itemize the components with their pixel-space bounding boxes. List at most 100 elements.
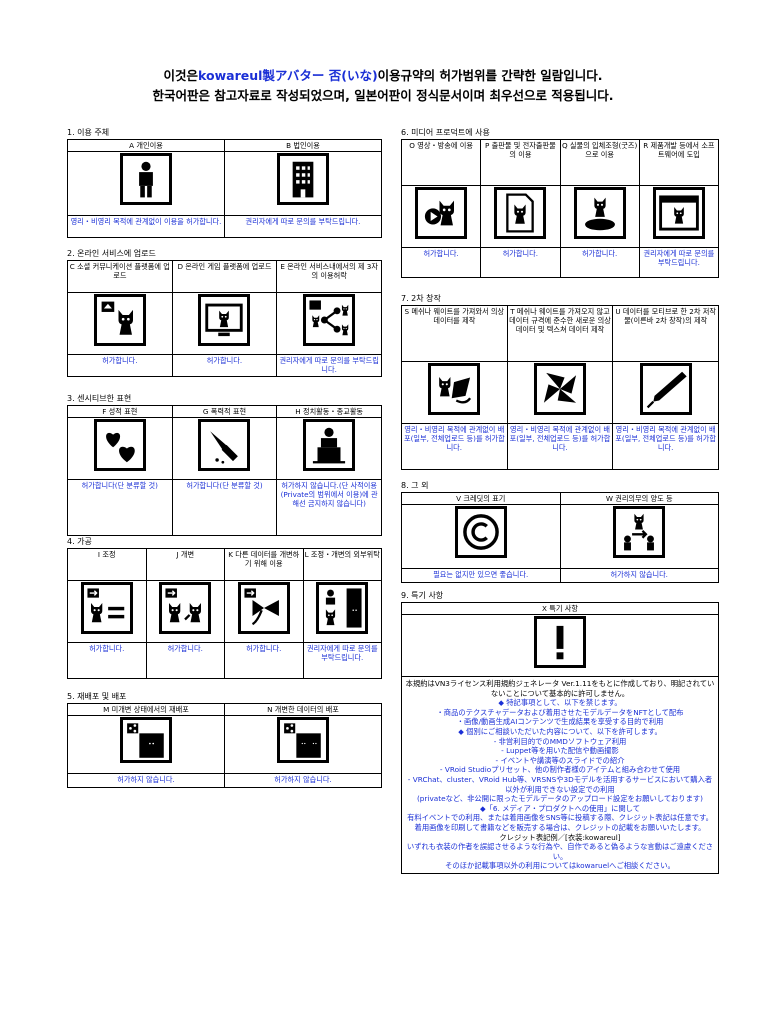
ribbon-icon — [237, 582, 290, 634]
result-credit: 필요는 없지만 있으면 좋습니다. — [401, 568, 561, 583]
label-game-upload: D 온라인 게임 플랫폼에 업로드 — [171, 260, 278, 293]
section-special-notes: 9. 특기 사항 X 특기 사항 本規約はVN3ライセンス利用規約ジェネレータ … — [401, 590, 719, 874]
exclamation-icon — [534, 616, 586, 668]
result-derivative-work: 영리・비영리 목적에 관계없이 배포(일부, 전체업로드 등)를 허가합니다. — [612, 423, 719, 470]
label-publication: P 출판물 및 전자출판물의 이용 — [480, 139, 561, 186]
section-title: 9. 특기 사항 — [401, 591, 444, 600]
label-mesh-clothing: S 메쉬나 웨이트를 가져와서 의상 데이터를 제작 — [401, 305, 508, 362]
label-software: R 제품개발 등에서 소프트웨어에 도입 — [638, 139, 720, 186]
result-third-party: 권리자에게 따로 문의를 부탁드립니다. — [276, 354, 382, 377]
section-other: 8. 그 외 V 크레딧의 표기 W 권리의무의 양도 등 필요는 없지만 있으… — [401, 480, 719, 583]
label-credit: V 크레딧의 표기 — [401, 492, 561, 505]
label-modify: J 개변 — [145, 548, 225, 581]
note-line: ◆ 個別にご相談いただいた内容について、以下を許可します。 — [458, 726, 662, 736]
video-icon — [415, 187, 468, 239]
mesh-icon — [428, 363, 481, 415]
label-new-clothing: T 메쉬나 웨이트를 가져오지 않고 데이터 규격에 준수한 새로운 의상 데이… — [506, 305, 614, 362]
section-title: 5. 재배포 및 배포 — [67, 692, 127, 701]
section-sensitive: 3. 센시티브한 표현 F 성적 표현 G 폭력적 표현 H 정치활동・종교활동… — [67, 393, 382, 536]
modify-icon — [159, 582, 212, 634]
note-line: 本規約はVN3ライセンス利用規約ジェネレータ Ver.1.11をもとに作成してお… — [405, 679, 715, 698]
result-redistribute: 허가하지 않습니다. — [67, 773, 225, 788]
result-social-upload: 허가합니다. — [67, 354, 173, 377]
building-icon — [277, 153, 329, 205]
result-sexual: 허가합니다(단 분류할 것) — [67, 479, 173, 536]
person-icon — [120, 153, 172, 205]
note-line: ・画像/動画生成AIコンテンツで生成結果を享受する目的で利用 — [456, 717, 664, 727]
result-distribute-modified: 허가하지 않습니다. — [224, 773, 382, 788]
section-title: 6. 미디어 프로덕트에 사용 — [401, 128, 490, 137]
pen-icon — [639, 363, 692, 415]
section-usage-subject: 1. 이용 주체 A 개인이용 B 법인이용 영리・비영리 목적에 관계없이 이… — [67, 127, 382, 238]
share-cats-icon — [303, 294, 356, 346]
label-social-upload: C 소셜 커뮤니케이션 플랫폼에 업로드 — [67, 260, 173, 293]
software-icon — [652, 187, 705, 239]
copyright-icon — [454, 506, 507, 558]
note-line: - 非営利目的でのMMDソフトウェア利用 — [493, 736, 627, 746]
label-outsource: L 조정・개변의 외부위탁 — [302, 548, 382, 581]
result-outsource: 권리자에게 따로 문의를 부탁드립니다. — [302, 642, 382, 679]
note-line: (privateなど、非公開に限ったモデルデータのアップロード設定をお願いしてお… — [416, 794, 704, 804]
section-title: 1. 이용 주체 — [67, 128, 110, 137]
section-redistribution: 5. 재배포 및 배포 M 미개변 상태에서의 재배포 N 개변한 데이터의 배… — [67, 691, 382, 788]
transfer-icon — [613, 506, 666, 558]
hearts-icon — [93, 419, 146, 471]
fabric-icon — [533, 363, 586, 415]
result-publication: 허가합니다. — [480, 247, 561, 278]
result-violent: 허가합니다(단 분류할 것) — [171, 479, 278, 536]
distribute-modified-icon — [277, 717, 329, 763]
label-violent: G 폭력적 표현 — [171, 405, 278, 418]
label-personal-use: A 개인이용 — [67, 139, 225, 152]
label-video: O 영상・방송에 이용 — [400, 139, 482, 186]
header-line-2: 한국어판은 참고자료로 작성되었으며, 일본어판이 정식문서이며 최우선으로 적… — [152, 88, 614, 103]
adjust-icon — [80, 582, 133, 634]
section-title: 4. 가공 — [67, 537, 92, 546]
label-adjust: I 조정 — [67, 548, 147, 581]
monitor-cat-icon — [198, 294, 251, 346]
note-line: 着用画像を印刷して書籍などを販売する場合は、クレジットの記載をお願いいたします。 — [414, 822, 706, 832]
section-title: 7. 2차 창작 — [401, 294, 441, 303]
section-title: 2. 온라인 서비스에 업로드 — [67, 249, 156, 258]
label-sexual: F 성적 표현 — [67, 405, 173, 418]
result-game-upload: 허가합니다. — [171, 354, 278, 377]
result-video: 허가합니다. — [400, 247, 482, 278]
label-special-notes: X 특기 사항 — [401, 602, 719, 615]
avatar-name: kowareul製アバター 否(いな) — [198, 68, 378, 83]
label-political: H 정치활동・종교활동 — [276, 405, 382, 418]
note-line: そのほか記載事項以外の利用についてはkowaruelへご相談ください。 — [445, 861, 675, 871]
note-line: ◆「6. メディア・プロダクトへの使用」に関して — [479, 803, 641, 813]
result-adjust: 허가합니다. — [67, 642, 147, 679]
result-transfer: 허가하지 않습니다. — [559, 568, 719, 583]
label-transfer: W 권리의무의 양도 등 — [559, 492, 719, 505]
section-derivative: 7. 2차 창작 S 메쉬나 웨이트를 가져와서 의상 데이터를 제작 T 메쉬… — [401, 293, 719, 470]
figure-icon — [573, 187, 626, 239]
result-mesh-clothing: 영리・비영리 목적에 관계없이 배포(일부, 전체업로드 등)를 허가합니다. — [401, 423, 508, 470]
result-other-data: 허가합니다. — [224, 642, 304, 679]
label-redistribute: M 미개변 상태에서의 재배포 — [67, 703, 225, 716]
label-corporate-use: B 법인이용 — [224, 139, 382, 152]
special-notes-text: 本規約はVN3ライセンス利用規約ジェネレータ Ver.1.11をもとに作成してお… — [401, 677, 719, 874]
section-processing: 4. 가공 I 조정 J 개변 K 다른 데이터를 개변하기 위해 이용 L 조… — [67, 536, 382, 679]
redistribute-icon — [120, 717, 172, 763]
note-line: - VRoid Studioプリセット、他の制作者様のアイテムと組み合わせて使用 — [439, 765, 681, 775]
knife-icon — [198, 419, 251, 471]
note-line: いずれも衣装の作者を誤認させるような行為や、自作であると偽るような言動はご遠慮く… — [406, 842, 714, 861]
result-corporate-use: 권리자에게 따로 문의를 부탁드립니다. — [224, 215, 382, 238]
note-line: 有料イベントでの利用、または着用画像をSNS等に投稿する際、クレジット表記は任意… — [407, 813, 713, 823]
label-other-data: K 다른 데이터를 개변하기 위해 이용 — [224, 548, 304, 581]
result-goods: 허가합니다. — [559, 247, 640, 278]
document-icon — [494, 187, 547, 239]
note-line: - イベントや講演等のスライドでの紹介 — [495, 755, 625, 765]
label-third-party: E 온라인 서비스내에서의 제 3자의 이용허락 — [276, 260, 382, 293]
podium-icon — [303, 419, 356, 471]
note-line: - Luppet等を用いた配信や動画撮影 — [501, 746, 619, 756]
note-line: ◆ 特記事項として、以下を禁じます。 — [498, 698, 622, 708]
note-line: クレジット表記例／[衣装:kowareul] — [499, 832, 621, 842]
section-media-product: 6. 미디어 프로덕트에 사용 O 영상・방송에 이용 P 출판물 및 전자출판… — [400, 127, 720, 278]
note-line: - VRChat、cluster、VRoid Hub等、VRSNSや3Dモデルを… — [407, 774, 713, 794]
header-line-1: 이것은kowareul製アバター 否(いな)이용규약의 허가범위를 간략한 일람… — [163, 68, 603, 83]
upload-cat-icon — [93, 294, 146, 346]
section-title: 8. 그 외 — [401, 481, 429, 490]
page-header: 이것은kowareul製アバター 否(いな)이용규약의 허가범위를 간략한 일람… — [0, 66, 766, 106]
result-political: 허가하지 않습니다.(단 사적이용(Private의 범위에서 이용)에 관해선… — [276, 479, 382, 536]
